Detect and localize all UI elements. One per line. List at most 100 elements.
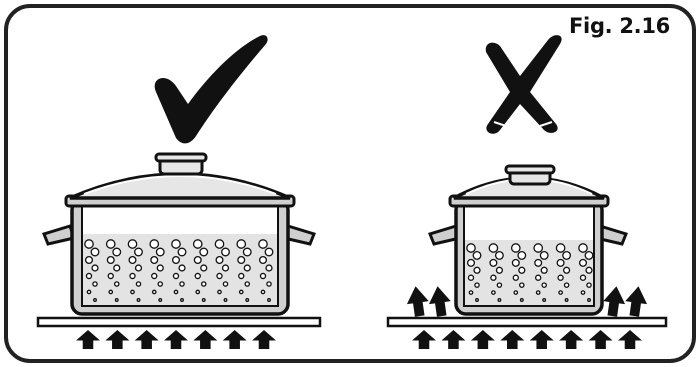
bubble	[172, 272, 180, 280]
bubble	[112, 247, 122, 257]
flame-arrow-icon	[412, 330, 436, 349]
bubble	[136, 298, 141, 302]
bubble	[113, 281, 120, 287]
bubble	[155, 247, 165, 257]
flame-arrow-icon	[252, 330, 276, 349]
bubble	[259, 272, 267, 280]
bubble	[557, 274, 564, 281]
flame-arrow-icon	[500, 330, 525, 349]
bubble	[179, 281, 185, 287]
bubble	[542, 298, 547, 302]
bubble	[171, 239, 181, 249]
bubble	[489, 258, 498, 267]
bubble	[91, 264, 99, 272]
bubble	[86, 289, 92, 295]
bubble	[200, 281, 207, 287]
bubble	[193, 255, 202, 265]
bubble	[114, 298, 119, 302]
bubble	[495, 266, 504, 274]
bubble	[129, 272, 136, 280]
flame-arrow-icon	[134, 330, 159, 349]
bubble	[173, 289, 179, 295]
flame-arrow-icon	[193, 330, 218, 349]
bubble	[223, 298, 228, 302]
bubble	[266, 281, 272, 287]
bubble	[468, 290, 474, 295]
bubble	[466, 243, 476, 253]
bubble	[474, 282, 480, 288]
flame-arrow-icon	[470, 330, 495, 349]
bubble	[562, 266, 571, 274]
bubble	[535, 274, 542, 281]
bubble	[214, 239, 225, 249]
flame-arrow-icon	[222, 330, 247, 349]
bubble	[192, 239, 203, 249]
bubble	[541, 282, 547, 288]
flame-arrow-icon	[529, 330, 554, 349]
bubble	[127, 239, 138, 249]
bubble	[578, 243, 588, 253]
pot-water	[465, 240, 593, 305]
bubble	[90, 247, 100, 257]
bubble	[519, 298, 524, 302]
bubble	[113, 264, 121, 272]
flame-arrows	[76, 330, 276, 349]
flame-arrow-icon	[164, 330, 188, 349]
flame-arrow-icon	[428, 286, 451, 317]
bubble	[217, 289, 222, 295]
bubble	[92, 281, 98, 287]
bubble	[158, 298, 163, 302]
bubble	[578, 258, 588, 267]
check-mark-icon	[154, 35, 268, 144]
bubble	[258, 239, 268, 249]
bubble	[242, 247, 252, 257]
hob-surface	[386, 316, 668, 328]
bubble	[221, 247, 230, 257]
bubble	[264, 247, 274, 257]
bubble	[134, 264, 143, 272]
bubble	[496, 282, 503, 288]
bubble	[510, 243, 521, 253]
figure-label: Fig. 2.16	[567, 14, 672, 38]
flame-arrow-icon	[559, 330, 584, 349]
flame-arrow-icon	[603, 286, 626, 317]
bubble	[512, 274, 519, 281]
bubble	[221, 264, 230, 272]
bubble	[178, 264, 186, 272]
bubble	[473, 266, 481, 274]
flame-arrow-icon	[588, 330, 613, 349]
flame-arrow-icon	[105, 330, 130, 349]
flame-arrow-icon	[618, 330, 642, 349]
bubble	[128, 255, 137, 265]
bubble	[199, 247, 209, 257]
bubble	[555, 243, 566, 253]
bubble	[107, 272, 114, 280]
bubble	[245, 298, 250, 302]
bubble	[151, 289, 157, 295]
bubble	[243, 264, 251, 272]
bubble	[195, 289, 201, 295]
bubble	[494, 250, 504, 260]
bubble	[216, 272, 223, 280]
bubble	[150, 255, 159, 265]
bubble	[267, 298, 271, 302]
bubble	[558, 290, 563, 295]
bubble	[585, 266, 593, 274]
bubble	[171, 255, 181, 265]
escaping-flame-arrows	[406, 286, 648, 317]
bubble	[157, 281, 164, 287]
hob-surface	[36, 316, 322, 328]
bubble	[511, 258, 520, 267]
bubble	[466, 258, 476, 267]
flame-arrow-icon	[441, 330, 466, 349]
bubble	[556, 258, 565, 267]
bubble	[151, 272, 158, 280]
bubble	[519, 282, 525, 288]
bubble	[84, 255, 94, 265]
flame-arrow-icon	[625, 286, 648, 317]
bubble	[244, 281, 251, 287]
bubble	[539, 250, 549, 260]
bubble	[491, 290, 496, 295]
bubble	[149, 239, 160, 249]
